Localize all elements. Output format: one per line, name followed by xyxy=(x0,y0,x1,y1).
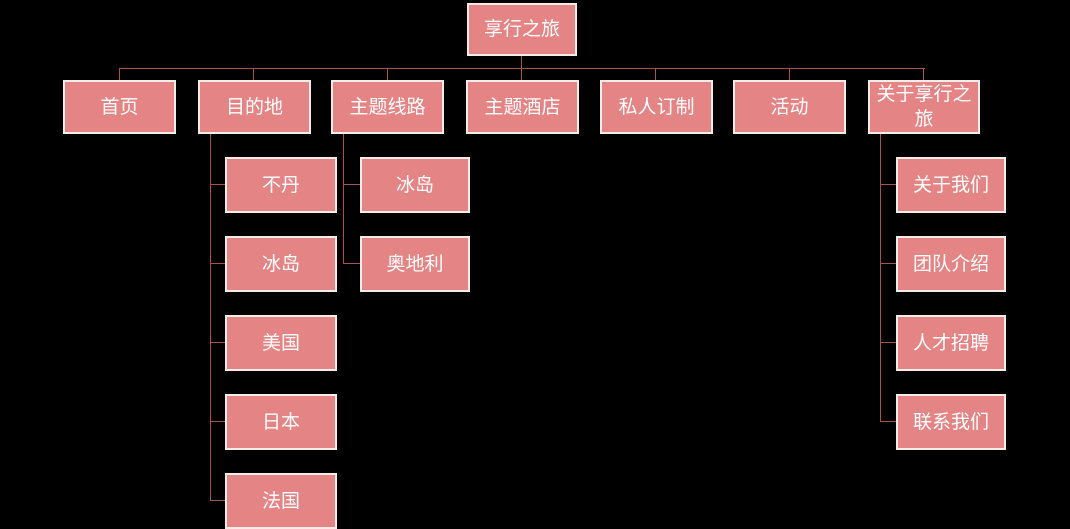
connector-root-stub xyxy=(521,56,522,69)
node-destinations[interactable]: 目的地 xyxy=(198,80,311,134)
connector-trunk-destinations xyxy=(210,134,211,501)
node-japan[interactable]: 日本 xyxy=(225,394,337,450)
connector-stub xyxy=(210,421,225,422)
node-recruitment[interactable]: 人才招聘 xyxy=(896,315,1006,371)
node-private-customization[interactable]: 私人订制 xyxy=(600,80,713,134)
connector-stub xyxy=(789,68,790,80)
connector-stub xyxy=(210,342,225,343)
node-iceland[interactable]: 冰岛 xyxy=(225,236,337,292)
node-france[interactable]: 法国 xyxy=(225,473,337,529)
node-contact-us[interactable]: 联系我们 xyxy=(896,394,1006,450)
connector-stub xyxy=(119,68,120,80)
connector-stub xyxy=(655,68,656,80)
node-iceland-route[interactable]: 冰岛 xyxy=(360,157,470,213)
connector-stub xyxy=(253,68,254,80)
node-team-intro[interactable]: 团队介绍 xyxy=(896,236,1006,292)
node-root[interactable]: 享行之旅 xyxy=(467,3,577,56)
connector-stub xyxy=(880,342,896,343)
connector-stub xyxy=(880,263,896,264)
node-home[interactable]: 首页 xyxy=(63,80,176,134)
connector-stub xyxy=(210,263,225,264)
node-about-site[interactable]: 关于享行之旅 xyxy=(868,80,980,134)
connector-stub xyxy=(521,68,522,80)
connector-stub xyxy=(880,184,896,185)
connector-stub xyxy=(210,184,225,185)
node-usa[interactable]: 美国 xyxy=(225,315,337,371)
connector-stub xyxy=(210,500,225,501)
node-austria[interactable]: 奥地利 xyxy=(360,236,470,292)
connector-trunk-theme-routes xyxy=(343,134,344,264)
node-activities[interactable]: 活动 xyxy=(733,80,846,134)
node-about-us[interactable]: 关于我们 xyxy=(896,157,1006,213)
node-bhutan[interactable]: 不丹 xyxy=(225,157,337,213)
connector-trunk-about xyxy=(880,134,881,422)
connector-stub xyxy=(880,421,896,422)
connector-stub xyxy=(343,184,360,185)
connector-stub xyxy=(387,68,388,80)
connector-stub xyxy=(343,263,360,264)
connector-stub xyxy=(923,68,924,80)
node-theme-routes[interactable]: 主题线路 xyxy=(331,80,444,134)
node-theme-hotels[interactable]: 主题酒店 xyxy=(466,80,579,134)
connector-main-horizontal xyxy=(119,68,925,69)
